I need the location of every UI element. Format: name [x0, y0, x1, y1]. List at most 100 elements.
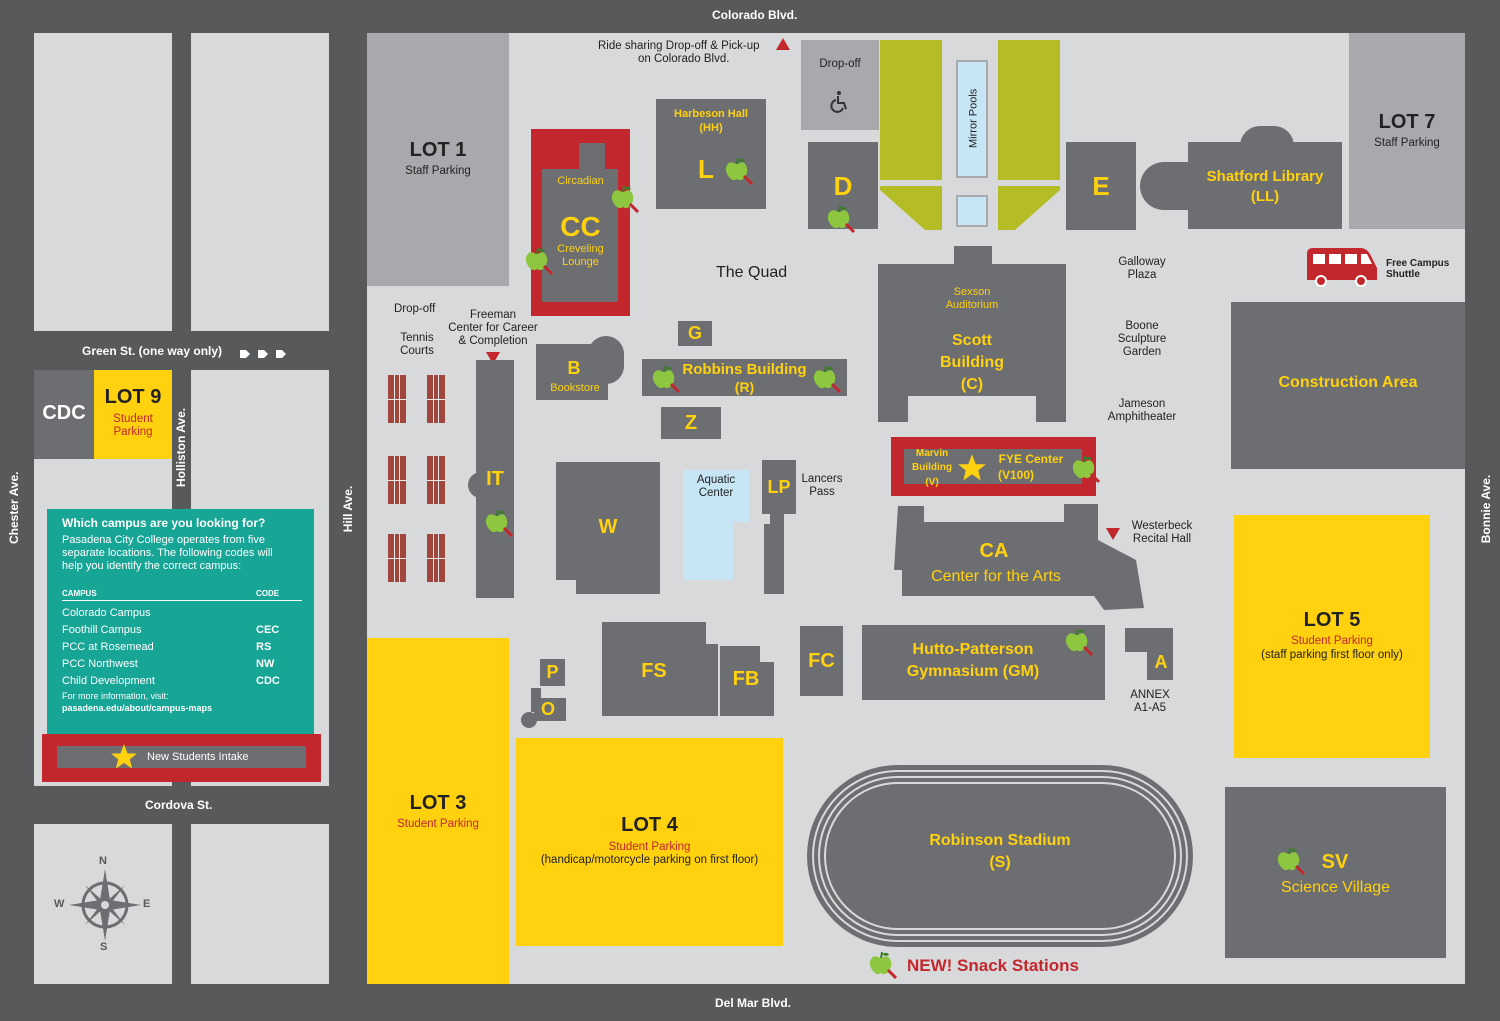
building-annex[interactable]: A	[1125, 628, 1175, 680]
building-o[interactable]: O	[534, 698, 566, 721]
building-harbeson-hall[interactable]: Harbeson Hall (HH) L	[656, 99, 766, 209]
building-cc[interactable]: Circadian CC Creveling Lounge	[531, 129, 630, 316]
building-cdc[interactable]: CDC	[34, 370, 94, 459]
info-row-campus: PCC at Rosemead	[62, 641, 154, 653]
lot-3[interactable]: LOT 3 Student Parking	[367, 638, 509, 984]
hutto-name: Hutto-Patterson	[912, 641, 1034, 658]
lancers-label-b: Pass	[809, 486, 835, 498]
compass-n: N	[99, 855, 107, 867]
road-colorado: Colorado Blvd.	[712, 8, 798, 22]
building-hutto-patterson[interactable]: Hutto-Patterson Gymnasium (GM)	[862, 625, 1105, 700]
aquatic-center[interactable]: Aquatic Center	[683, 470, 751, 580]
bookstore-name: Bookstore	[550, 382, 600, 394]
mirror-pool-south	[956, 195, 988, 227]
lot-9[interactable]: LOT 9 Student Parking	[94, 370, 172, 459]
building-o-link	[531, 688, 541, 712]
robbins-name: Robbins Building	[682, 361, 807, 378]
apple-icon	[1071, 454, 1101, 484]
shuttle-icon[interactable]	[1303, 246, 1379, 288]
lot-5-sub: Student Parking	[1291, 635, 1373, 647]
boone-label: Boone	[1125, 320, 1159, 332]
lot-5[interactable]: LOT 5 Student Parking (staff parking fir…	[1234, 515, 1430, 758]
shatford-name: Shatford Library	[1206, 168, 1324, 185]
building-fc[interactable]: FC	[800, 626, 843, 696]
building-p[interactable]: P	[540, 659, 565, 686]
galloway-label-b: Plaza	[1127, 269, 1157, 281]
lot-4[interactable]: LOT 4 Student Parking (handicap/motorcyc…	[516, 738, 783, 946]
info-title: Which campus are you looking for?	[62, 516, 266, 530]
jameson-label-b: Amphitheater	[1107, 411, 1177, 423]
building-bookstore[interactable]: B Bookstore	[536, 336, 626, 400]
fc-label: FC	[808, 650, 835, 672]
building-marvin[interactable]: Marvin Building (V) FYE Center (V100)	[891, 437, 1096, 496]
ca-letter: CA	[979, 540, 1009, 562]
lot-7[interactable]: LOT 7 Staff Parking	[1349, 33, 1465, 229]
building-z[interactable]: Z	[661, 407, 721, 439]
lot-4-sub: Student Parking	[608, 841, 691, 853]
lot-1-sub: Staff Parking	[405, 165, 471, 177]
scott-code: (C)	[960, 376, 984, 393]
lot-3-sub: Student Parking	[397, 818, 479, 830]
building-it[interactable]: IT	[476, 360, 514, 598]
cc-pre: Circadian	[557, 175, 604, 187]
apple-icon	[1276, 846, 1306, 876]
mirror-pool-north: Mirror Pools	[956, 60, 988, 178]
freeman-label-b: Center for Career	[448, 322, 538, 334]
cc-body	[542, 169, 618, 302]
building-w[interactable]: W	[556, 462, 660, 594]
sexson-label-b: Auditorium	[945, 299, 999, 311]
building-e[interactable]: E	[1066, 142, 1136, 230]
lot-7-sub: Staff Parking	[1374, 137, 1440, 149]
cc-name: Creveling	[557, 243, 604, 255]
building-z-label: Z	[684, 412, 698, 434]
building-lp[interactable]: LP	[762, 460, 796, 594]
info-more-2[interactable]: pasadena.edu/about/campus-maps	[62, 703, 213, 713]
building-ca[interactable]: CA Center for the Arts	[894, 500, 1148, 612]
apple-icon	[484, 508, 514, 538]
tennis-court	[386, 532, 408, 584]
stadium-name: Robinson Stadium	[929, 832, 1071, 849]
robbins-code: (R)	[734, 379, 755, 395]
apple-icon	[610, 184, 640, 214]
building-science-village[interactable]: SV Science Village	[1225, 787, 1446, 958]
lot-9-sub: Student	[113, 413, 153, 425]
building-g-label: G	[687, 323, 702, 343]
lot-1[interactable]: LOT 1 Staff Parking	[367, 33, 509, 286]
tennis-label: Tennis	[400, 332, 434, 344]
robinson-stadium[interactable]: Robinson Stadium (S)	[806, 764, 1194, 948]
harbeson-name: Harbeson Hall	[674, 108, 748, 120]
compass-e: E	[143, 898, 151, 910]
info-row-code: CDC	[256, 675, 280, 687]
building-cdc-label: CDC	[42, 402, 86, 424]
city-block	[191, 824, 329, 984]
building-scott[interactable]: Sexson Auditorium Scott Building (C)	[878, 246, 1066, 422]
cc-letter: CC	[560, 211, 601, 242]
snack-legend-label: NEW! Snack Stations	[907, 956, 1079, 975]
apple-icon	[826, 204, 856, 234]
drop-off-top[interactable]: Drop-off	[801, 40, 879, 130]
bookstore-round	[588, 336, 624, 384]
lot-5-name: LOT 5	[1303, 609, 1361, 631]
shuttle-label: Free Campus	[1386, 258, 1450, 269]
compass-s: S	[100, 941, 108, 953]
lot-1-name: LOT 1	[409, 139, 467, 161]
building-g[interactable]: G	[678, 321, 712, 346]
info-more-1: For more information, visit:	[62, 691, 169, 701]
info-body-3: help you identify the correct campus:	[62, 560, 242, 572]
lot-4-sub2: (handicap/motorcycle parking on first fl…	[540, 854, 759, 866]
shatford-code: (LL)	[1250, 188, 1280, 205]
building-fs[interactable]: FS FB	[602, 622, 774, 716]
fye-code: (V100)	[997, 468, 1035, 482]
building-w-label: W	[598, 516, 618, 538]
apple-icon	[868, 950, 898, 980]
tennis-label-b: Courts	[400, 345, 434, 357]
sexson-label: Sexson	[953, 286, 991, 298]
scott-label: Scott	[952, 332, 992, 349]
building-shatford-library[interactable]: Shatford Library (LL)	[1188, 142, 1342, 229]
construction-area: Construction Area	[1231, 302, 1465, 469]
marvin-name-b: Building	[912, 462, 952, 473]
new-students-intake[interactable]: New Students Intake	[42, 734, 321, 782]
city-block	[191, 33, 329, 331]
campus-info-box: Which campus are you looking for? Pasade…	[47, 509, 314, 734]
westerbeck-label: Westerbeck	[1131, 520, 1193, 532]
